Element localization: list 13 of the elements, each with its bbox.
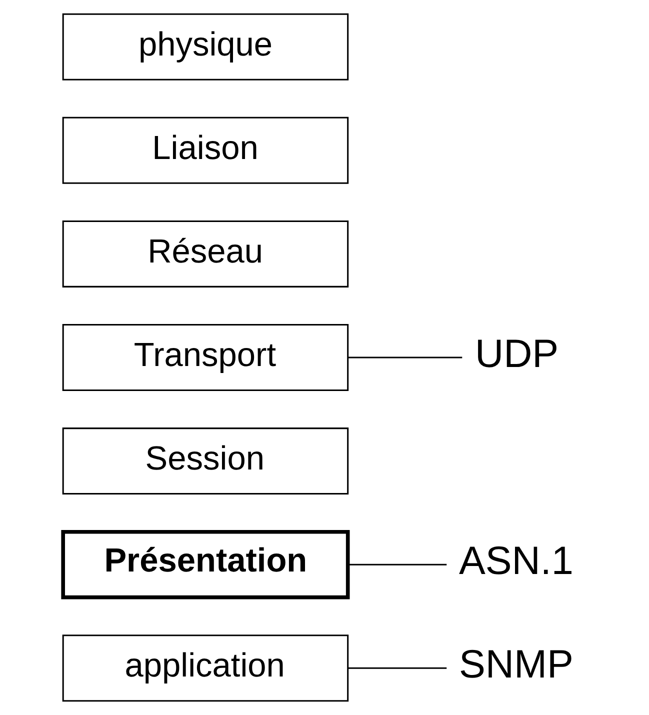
node-text: UDP xyxy=(474,332,558,376)
node-box: application xyxy=(62,634,348,702)
connector xyxy=(348,356,462,358)
node-box: Liaison xyxy=(62,116,348,184)
node-text: SNMP xyxy=(458,642,573,687)
node-box: physique xyxy=(62,13,348,80)
node-box: Présentation xyxy=(60,530,350,600)
node-box: Réseau xyxy=(62,220,348,288)
node-text: ASN.1 xyxy=(458,539,573,584)
connector xyxy=(348,667,446,669)
node-box: Transport xyxy=(62,324,348,391)
connector xyxy=(348,564,446,566)
node-box: Session xyxy=(62,428,348,495)
